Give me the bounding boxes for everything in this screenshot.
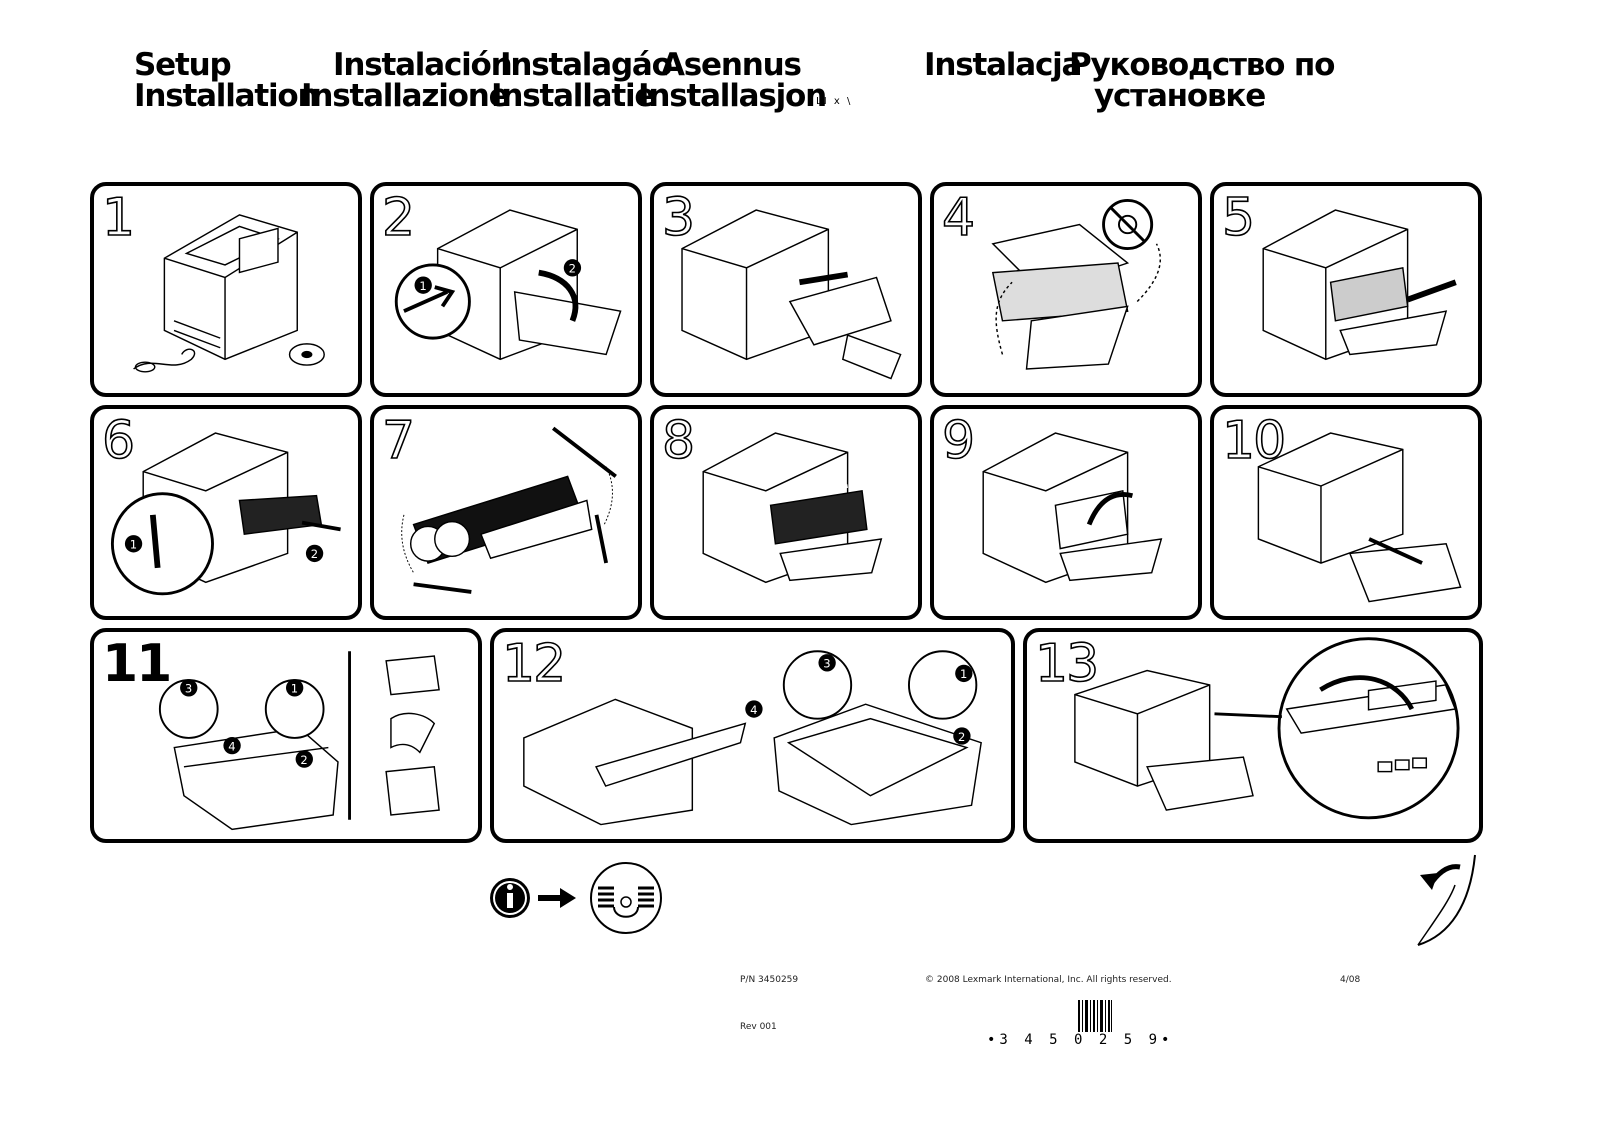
- step-panel-1: 1: [90, 182, 362, 397]
- step-panel-4: 4: [930, 182, 1202, 397]
- title-fi: Asennus: [661, 47, 802, 83]
- step-panel-12: 12 3 1 4 2: [490, 628, 1015, 843]
- svg-text:1: 1: [960, 667, 967, 681]
- no-sunlight-icon: [1102, 198, 1154, 251]
- svg-text:3: 3: [823, 657, 830, 671]
- cd-icon: [590, 862, 662, 934]
- title-nl: Installatie: [491, 78, 655, 114]
- title-installation: Installation: [134, 78, 320, 114]
- title-setup: Setup: [134, 47, 232, 83]
- step-number: 9: [941, 411, 976, 471]
- photoconductor-kit-icon: 1 2: [110, 432, 341, 596]
- step-number: 2: [381, 188, 416, 248]
- reinsert-kit-icon: [702, 432, 883, 584]
- title-small-glyphs: Ш х \: [816, 96, 853, 107]
- power-cord-icon: [133, 348, 196, 373]
- flex-paper-icon: [385, 655, 440, 816]
- svg-text:2: 2: [311, 547, 318, 561]
- info-to-cd-icon: [490, 862, 662, 934]
- step-number: 13: [1034, 634, 1100, 694]
- paper-tray-icon: [1257, 432, 1462, 603]
- step-number: 3: [661, 188, 696, 248]
- printer-control-panel-icon: [1074, 637, 1460, 820]
- title-es: Instalación: [333, 47, 513, 83]
- toner-cartridge-icon: [681, 209, 902, 380]
- step-panel-5: 5: [1210, 182, 1482, 397]
- step-panel-7: 7: [370, 405, 642, 620]
- load-paper-icon: 3 1 4 2: [523, 650, 982, 826]
- step-number: 5: [1221, 188, 1256, 248]
- title-block: Setup Installation Instalación Installaz…: [0, 0, 1600, 130]
- svg-text:4: 4: [750, 703, 757, 717]
- svg-text:3: 3: [185, 682, 192, 696]
- title-pl: Instalacja: [924, 47, 1082, 83]
- step-number: 11: [102, 634, 172, 694]
- printer-open-front-icon: 1 2: [394, 209, 622, 361]
- title-ru-line1: Руководство по: [1069, 47, 1335, 83]
- step-number: 4: [941, 188, 976, 248]
- copyright: © 2008 Lexmark International, Inc. All r…: [925, 975, 1172, 985]
- step-number: 8: [661, 411, 696, 471]
- step-number: 12: [501, 634, 567, 694]
- title-no: Installasjon: [638, 78, 827, 114]
- printer-icon: [133, 214, 325, 373]
- svg-text:2: 2: [300, 753, 307, 767]
- svg-text:4: 4: [228, 739, 235, 753]
- cd-icon: [288, 343, 325, 366]
- title-pt: Instalagáo: [500, 47, 673, 83]
- step-panel-6: 6 1 2: [90, 405, 362, 620]
- step-panel-2: 2 1 2: [370, 182, 642, 397]
- step-number: 7: [381, 411, 416, 471]
- revision: Rev 001: [740, 1022, 777, 1032]
- tray-guides-icon: 3 1 4 2: [158, 651, 440, 831]
- insert-cartridge-icon: [1262, 209, 1457, 361]
- step-number: 6: [101, 411, 136, 471]
- page-turn-icon: [1417, 854, 1476, 946]
- part-number: P/N 3450259: [740, 975, 799, 985]
- svg-text:2: 2: [569, 262, 576, 276]
- step-panel-10: 10: [1210, 405, 1482, 620]
- step-number: 1: [101, 188, 136, 248]
- svg-text:2: 2: [958, 730, 965, 744]
- step-panel-13: 13: [1023, 628, 1483, 843]
- close-front-door-icon: [982, 432, 1163, 584]
- title-it: Installazione: [301, 78, 510, 114]
- print-date: 4/08: [1340, 975, 1361, 985]
- step-panel-8: 8: [650, 405, 922, 620]
- step-panel-3: 3: [650, 182, 922, 397]
- step-panel-9: 9: [930, 405, 1202, 620]
- barcode-icon: [1078, 1000, 1112, 1032]
- info-icon: [490, 878, 530, 918]
- shake-photoconductor-icon: [401, 426, 617, 594]
- svg-text:1: 1: [291, 682, 298, 696]
- step-panel-11: 11 3 1 4 2: [90, 628, 482, 843]
- svg-text:1: 1: [130, 538, 137, 552]
- title-ru-line2: установке: [1094, 78, 1266, 114]
- svg-text:1: 1: [419, 279, 426, 293]
- barcode-number: •3 4 5 0 2 5 9•: [987, 1032, 1174, 1048]
- shake-cartridge-icon: [991, 198, 1161, 370]
